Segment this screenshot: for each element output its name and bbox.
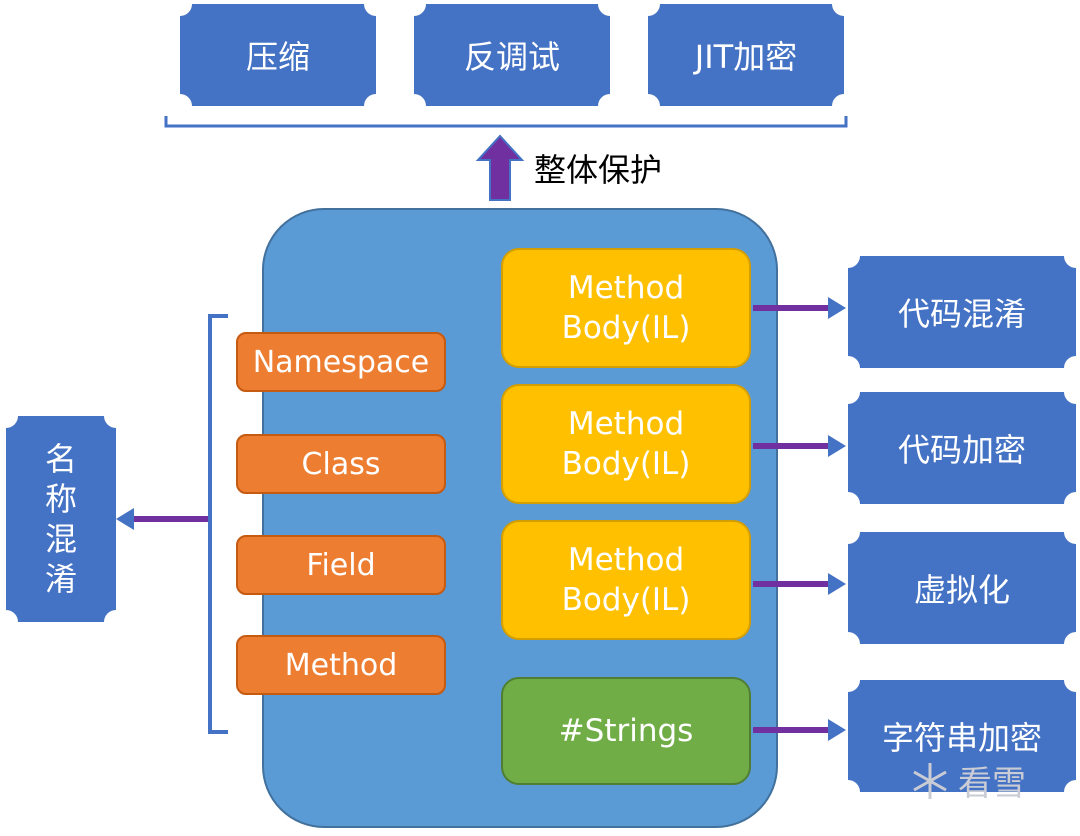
watermark-text: 看雪	[958, 764, 1026, 804]
method-body-1: Method Body(IL)	[501, 248, 751, 368]
left-bracket	[208, 314, 228, 734]
method-body-2-line1: Method	[567, 406, 685, 442]
right-box-virtualization: 虚拟化	[848, 532, 1076, 644]
right-box-code-obfuscation: 代码混淆	[848, 256, 1076, 368]
item-namespace-label: Namespace	[252, 344, 430, 380]
method-body-1-line1: Method	[567, 270, 685, 306]
snowflake-icon	[913, 762, 947, 799]
top-box-anti-debug-label: 反调试	[463, 38, 560, 76]
top-bracket	[164, 116, 848, 128]
right-arrows	[753, 297, 846, 741]
method-body-3: Method Body(IL)	[501, 520, 751, 640]
item-method-label: Method	[284, 647, 398, 683]
top-box-anti-debug: 反调试	[414, 4, 610, 106]
left-box-char-3: 混	[44, 520, 77, 558]
strings-box-label: #Strings	[558, 713, 694, 749]
item-field-label: Field	[306, 547, 376, 583]
watermark: 看雪	[908, 756, 1026, 805]
right-box-code-obfuscation-label: 代码混淆	[897, 295, 1026, 333]
left-box-char-4: 淆	[44, 560, 77, 598]
method-body-1-line2: Body(IL)	[561, 310, 691, 346]
top-box-jit-encrypt: JIT加密	[648, 4, 844, 106]
method-body-3-line1: Method	[567, 542, 685, 578]
item-class: Class	[236, 434, 446, 494]
top-arrow-label: 整体保护	[534, 151, 663, 189]
method-body-2: Method Body(IL)	[501, 384, 751, 504]
right-box-code-encryption-label: 代码加密	[897, 431, 1026, 469]
right-box-code-encryption: 代码加密	[848, 392, 1076, 504]
left-box-name-obfuscation: 名 称 混 淆	[6, 416, 116, 622]
ticket-notches	[0, 0, 1080, 804]
left-box-char-1: 名	[44, 440, 77, 478]
left-arrow-head	[116, 508, 134, 530]
method-body-3-line2: Body(IL)	[561, 582, 691, 618]
item-class-label: Class	[301, 446, 381, 482]
top-box-compress-label: 压缩	[245, 38, 310, 76]
strings-box: #Strings	[501, 677, 751, 785]
item-method: Method	[236, 635, 446, 695]
right-box-string-encryption-label: 字符串加密	[881, 719, 1042, 757]
item-namespace: Namespace	[236, 332, 446, 392]
method-body-2-line2: Body(IL)	[561, 446, 691, 482]
item-field: Field	[236, 535, 446, 595]
top-box-compress: 压缩	[180, 4, 376, 106]
top-box-jit-encrypt-label: JIT加密	[694, 38, 798, 76]
right-box-virtualization-label: 虚拟化	[913, 571, 1010, 609]
left-box-char-2: 称	[44, 480, 77, 518]
up-arrow	[475, 134, 525, 201]
right-box-string-encryption: 字符串加密	[848, 680, 1076, 792]
left-box-label: 名 称 混 淆	[45, 439, 77, 599]
